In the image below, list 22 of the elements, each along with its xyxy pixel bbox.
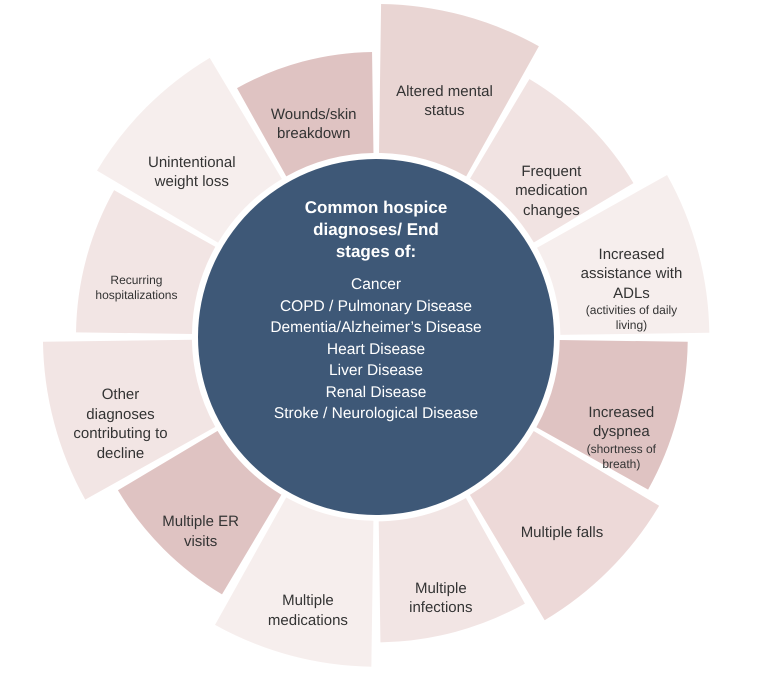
segment-note: (activities of daily living)	[584, 303, 678, 334]
center-heading: Common hospice diagnoses/ End stages of:	[304, 197, 448, 264]
segment-label: Other diagnoses contributing to decline	[72, 385, 169, 464]
segment-note: (shortness of breath)	[586, 442, 658, 472]
segment-label: Unintentional weight loss	[147, 152, 237, 192]
diagnosis-item: Cancer	[350, 275, 402, 295]
segment-label: Multiple infections	[408, 578, 474, 618]
segment-label: Increased assistance with ADLs	[580, 244, 684, 304]
segment-label: Frequent medication changes	[514, 162, 589, 220]
diagnosis-item: COPD / Pulmonary Disease	[278, 296, 474, 316]
diagnosis-item: Dementia/Alzheimer’s Disease	[269, 318, 483, 338]
segment-label: Multiple ER visits	[161, 512, 240, 552]
segment-label: Multiple falls	[520, 522, 604, 542]
diagnosis-item: Stroke / Neurological Disease	[272, 404, 480, 424]
segment-label: Wounds/skin breakdown	[270, 104, 358, 144]
diagnosis-item: Renal Disease	[324, 382, 428, 402]
segment-label: Altered mental status	[395, 82, 494, 120]
segment-label: Recurring hospitalizations	[94, 272, 178, 303]
diagnosis-item: Liver Disease	[328, 361, 424, 381]
segment-label: Multiple medications	[266, 591, 349, 630]
segment-label: Increased dyspnea	[587, 402, 656, 442]
diagnosis-item: Heart Disease	[326, 340, 426, 360]
